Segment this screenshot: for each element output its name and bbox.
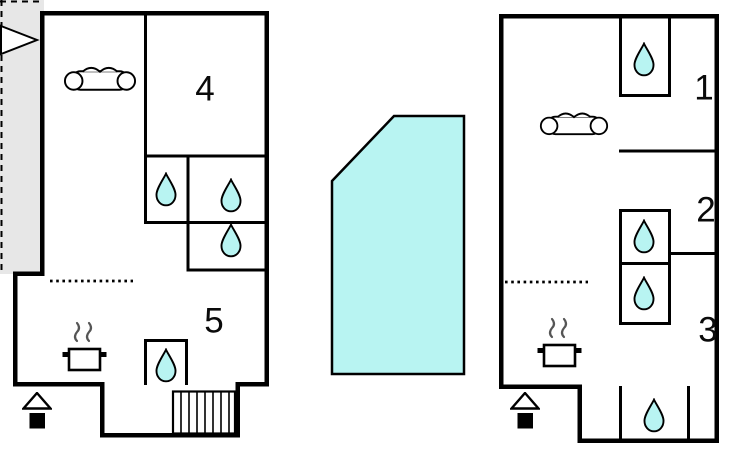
shower-drop-icon <box>155 348 177 383</box>
swimming-pool <box>330 114 466 376</box>
kitchen-pot-icon <box>537 317 583 368</box>
room-label-5: 5 <box>204 301 224 341</box>
sofa-icon <box>539 112 609 136</box>
sofa-icon <box>63 66 137 91</box>
left-unit-walls <box>13 11 269 438</box>
room-label-2: 2 <box>696 190 716 230</box>
shower-drop-icon <box>633 276 655 311</box>
entrance-arrow-icon <box>22 392 52 430</box>
shower-drop-icon <box>220 223 242 258</box>
room-label-3: 3 <box>698 310 718 350</box>
right-unit-walls <box>499 14 719 443</box>
shower-drop-icon <box>220 178 242 213</box>
direction-arrow-icon <box>0 24 40 56</box>
room-label-4: 4 <box>195 69 215 109</box>
stairs-icon <box>171 390 237 435</box>
shower-drop-icon <box>633 42 655 77</box>
kitchen-pot-icon <box>62 321 108 372</box>
entrance-arrow-icon <box>510 392 540 430</box>
shower-drop-icon <box>155 172 177 207</box>
shower-drop-icon <box>633 219 655 254</box>
shower-drop-icon <box>643 398 665 433</box>
room-label-1: 1 <box>694 68 714 108</box>
